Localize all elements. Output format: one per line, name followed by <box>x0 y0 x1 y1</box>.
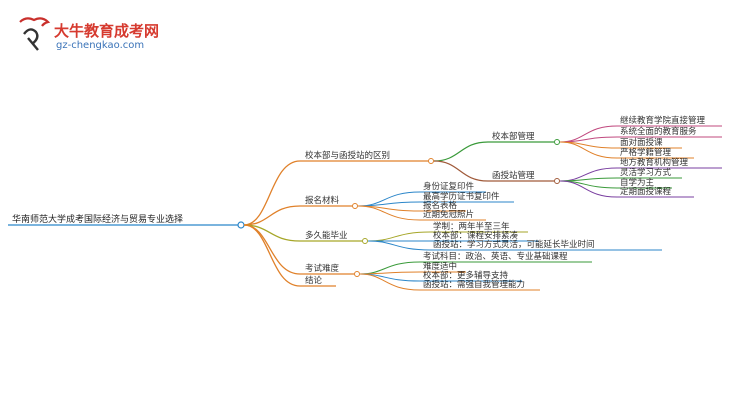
leaf-text: 定期面授课程 <box>620 187 672 197</box>
site-logo[interactable]: 大牛教育成考网 gz-chengkao.com <box>14 14 164 58</box>
branch-duration: 多久能毕业 <box>305 231 348 241</box>
branch-difference: 校本部与函授站的区别 <box>305 151 391 161</box>
leaf-text: 地方教育机构管理 <box>620 158 689 168</box>
leaf-text: 学制：两年半至三年 <box>433 222 510 232</box>
leaf-text: 面对面授课 <box>620 138 663 148</box>
leaf-text: 自学为主 <box>620 178 655 188</box>
branch-conclusion: 结论 <box>305 276 323 286</box>
leaf-text: 近期免冠照片 <box>423 210 475 220</box>
leaf-text: 考试科目：政治、英语、专业基础课程 <box>423 252 568 262</box>
leaf-text: 函授站：需强自我管理能力 <box>423 280 526 290</box>
leaf-text: 最高学历证书复印件 <box>423 192 500 202</box>
leaf-text: 函授站：学习方式灵活，可能延长毕业时间 <box>433 240 595 250</box>
leaf-text: 严格学籍管理 <box>620 148 672 158</box>
branch-difficulty: 考试难度 <box>305 264 340 274</box>
leaf-text: 难度适中 <box>423 262 458 272</box>
branch-materials: 报名材料 <box>305 196 340 206</box>
leaf-text: 校本部：课程安排紧凑 <box>433 231 519 241</box>
logo-title: 大牛教育成考网 <box>54 22 160 40</box>
node-main-campus: 校本部管理 <box>492 132 535 142</box>
leaf-text: 身份证复印件 <box>423 182 475 192</box>
leaf-text: 报名表格 <box>423 201 458 211</box>
mindmap-root: 华南师范大学成考国际经济与贸易专业选择 <box>12 215 184 225</box>
leaf-text: 灵活学习方式 <box>620 168 672 178</box>
logo-url: gz-chengkao.com <box>56 40 145 51</box>
leaf-text: 系统全面的教育服务 <box>620 127 697 137</box>
node-correspondence-station: 函授站管理 <box>492 171 535 181</box>
bull-logo-icon <box>19 17 51 51</box>
leaf-text: 校本部：更多辅导支持 <box>423 271 509 281</box>
leaf-text: 继续教育学院直接管理 <box>620 116 706 126</box>
